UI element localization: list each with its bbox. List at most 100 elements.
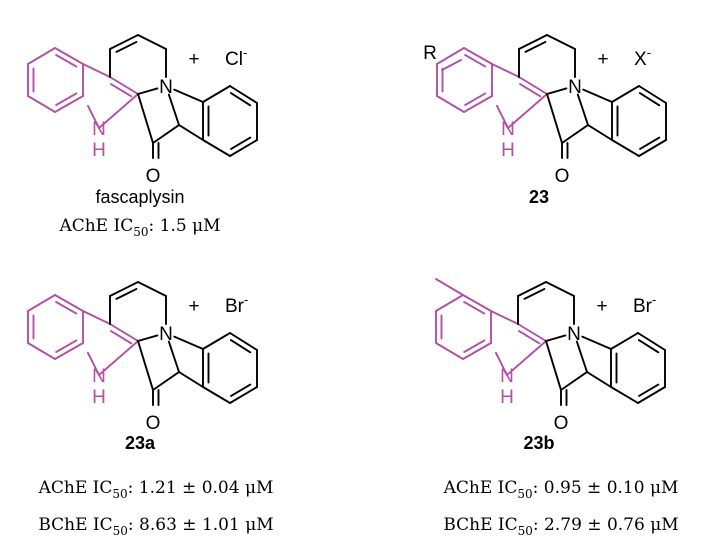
bond-D2-D3: [561, 124, 589, 144]
bond-A4-B6: [82, 63, 111, 78]
bond-C3-C4: [546, 34, 576, 50]
bond-C2-C3: [518, 34, 548, 50]
bond-C6-B4: [506, 340, 547, 376]
bond-E3-E4: [637, 386, 666, 404]
positive-charge: +: [596, 296, 607, 317]
bond-A3-A4-inner: [55, 301, 78, 315]
bond-A2-A3: [435, 294, 464, 312]
bond-E2-D2: [587, 124, 613, 141]
bond-B6-C6-inner: [110, 330, 133, 345]
bond-E5-E6: [638, 85, 667, 104]
bond-N-E1: [582, 88, 613, 103]
positive-charge: +: [188, 49, 199, 70]
bond-E3-E4-inner: [230, 383, 252, 397]
r-group-bond: [441, 59, 462, 71]
activity-23a-ache: AChE IC50: 1.21 ± 0.04 μM: [38, 478, 274, 501]
bond-A6-A1: [436, 95, 465, 113]
bond-B6-C6-inner: [110, 83, 133, 98]
bond-A5-A6: [54, 95, 84, 113]
bond-A5-A6-inner: [464, 92, 487, 106]
bond-B6-C6: [517, 323, 547, 342]
bond-A3-A4: [463, 47, 493, 65]
nitrogen-n-plus: N: [159, 77, 173, 98]
bond-B6-C6: [518, 76, 548, 95]
bond-E2-D2: [586, 371, 612, 388]
bond-B6-C6-inner: [519, 83, 542, 98]
bond-A3-A4: [54, 294, 84, 312]
bond-E5-E6-inner: [229, 339, 252, 354]
oxygen-carbonyl: O: [146, 166, 161, 187]
counterion: Cl-: [225, 45, 247, 70]
bond-E5-E6: [637, 332, 666, 351]
bond-A4-B6: [490, 310, 519, 325]
methyl-bond: [435, 278, 464, 296]
bond-D3-C6: [137, 340, 154, 391]
bond-A3-A4: [462, 294, 492, 312]
bond-E2-E3: [610, 386, 639, 404]
bond-B6-C6: [109, 76, 139, 95]
bond-A5-A6-inner: [55, 92, 78, 106]
activity-23a-bche: BChE IC50: 8.63 ± 1.01 μM: [38, 515, 273, 538]
bond-C2-C3: [109, 34, 139, 50]
bond-N-E1: [581, 335, 612, 350]
bond-A3-A4: [54, 47, 84, 65]
bond-N-D2: [575, 340, 588, 373]
bond-A3-A4-inner: [464, 54, 487, 68]
bond-A4-B6: [82, 310, 111, 325]
bond-E5-E6: [229, 85, 258, 104]
bond-A5-A6: [463, 95, 493, 113]
nitrogen-nh: N: [92, 366, 106, 387]
bond-D2-D3: [152, 124, 180, 144]
counterion: Br-: [225, 292, 248, 317]
positive-charge: +: [597, 49, 608, 70]
bond-E5-E6-inner: [229, 92, 252, 107]
bond-C2-C3-inner: [523, 287, 546, 300]
bond-A3-A4-inner: [463, 301, 486, 315]
bond-A5-A6: [462, 342, 492, 360]
nitrogen-nh: N: [501, 119, 515, 140]
bond-N-C6: [546, 87, 568, 95]
oxygen-carbonyl: O: [554, 413, 569, 434]
activity-fascaplysin-ache: AChE IC50: 1.5 μM: [58, 216, 220, 239]
bond-B6-C6: [109, 323, 139, 342]
bond-A2-A3: [436, 47, 465, 65]
bond-N-C6: [137, 87, 159, 95]
bond-E3-E4: [229, 386, 258, 404]
activity-23b-ache: AChE IC50: 0.95 ± 0.10 μM: [443, 478, 679, 501]
bond-C3-C4: [545, 281, 575, 297]
hydrogen-nh: H: [92, 387, 106, 408]
counterion: X-: [634, 45, 651, 70]
bond-A5-A6: [54, 342, 84, 360]
nitrogen-n-plus: N: [568, 77, 582, 98]
compound-label-fascaplysin: fascaplysin: [95, 187, 184, 207]
bond-E2-D2: [178, 124, 204, 141]
bond-A5-A6-inner: [463, 339, 486, 353]
bond-E3-E4-inner: [639, 136, 661, 150]
bond-E5-E6-inner: [638, 92, 661, 107]
oxygen-carbonyl: O: [555, 166, 570, 187]
bond-N-E1: [173, 88, 204, 103]
bond-D3-C6: [545, 340, 562, 391]
bond-A5-A6-inner: [55, 339, 78, 353]
bond-C2-C3-inner: [524, 40, 547, 53]
bond-E3-E4: [638, 139, 667, 157]
bond-C6-B4: [507, 93, 548, 129]
counterion: Br-: [633, 292, 656, 317]
bond-A3-A4-inner: [55, 54, 78, 68]
nitrogen-n-plus: N: [159, 324, 173, 345]
hydrogen-nh: H: [92, 140, 106, 161]
bond-B6-C6-inner: [518, 330, 541, 345]
bond-E5-E6-inner: [637, 339, 660, 354]
bond-E6-E1: [202, 332, 231, 350]
bond-E2-D2: [178, 371, 204, 388]
hydrogen-nh: H: [500, 387, 514, 408]
bond-C2-C3: [517, 281, 547, 297]
bond-N-D2: [167, 93, 180, 126]
bond-D2-D3: [560, 371, 588, 391]
bond-E2-E3: [202, 139, 231, 157]
